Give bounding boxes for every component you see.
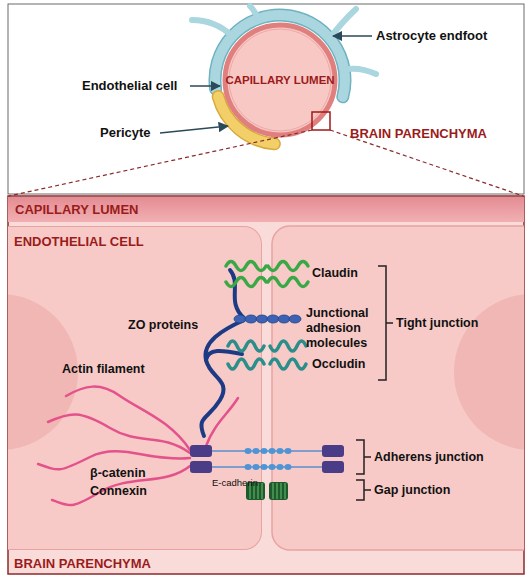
- right-cell-group: [272, 226, 524, 550]
- zo-protein: [230, 270, 244, 318]
- part-label: Pericyte: [100, 125, 170, 141]
- molecule-label: Occludin: [312, 357, 402, 372]
- endothelial-cell-right: [272, 226, 524, 550]
- lumen-band: CAPILLARY LUMEN: [8, 197, 524, 222]
- occludin-strand: [270, 341, 306, 351]
- junction-label: Gap junction: [374, 483, 514, 498]
- cadherin-bead: [277, 448, 284, 454]
- leader-arrow: [333, 35, 372, 37]
- occludin-strand: [228, 341, 264, 351]
- part-label: Endothelial cell: [82, 78, 192, 94]
- zo-protein: [206, 351, 242, 360]
- bracket: [356, 480, 371, 500]
- e-cadherin-line: [212, 451, 322, 467]
- jam-bead: [289, 315, 301, 323]
- beta-catenin-block: [190, 445, 212, 457]
- claudin-strand: [268, 278, 308, 287]
- cadherin-bead: [245, 464, 252, 470]
- actin-filament: [206, 398, 238, 446]
- jam-bead: [245, 315, 257, 323]
- claudin-strand: [268, 262, 308, 271]
- cadherin-bead: [269, 448, 276, 454]
- beta-catenin-block: [190, 461, 212, 473]
- zoom-box: [312, 112, 330, 130]
- cadherin-bead: [245, 448, 252, 454]
- molecule-label: Junctional adhesion molecules: [306, 306, 376, 351]
- cadherin-bead: [253, 464, 260, 470]
- endothelial-ring: [225, 25, 335, 135]
- cadherin-bead: [261, 464, 268, 470]
- actin-filament: [66, 387, 190, 450]
- beta-catenin: [190, 445, 344, 473]
- actin-filament: [48, 414, 190, 453]
- bracket: [356, 440, 371, 474]
- e-cadherin: [245, 448, 292, 470]
- molecule-label: E-cadherin: [212, 477, 282, 488]
- molecule-label: Connexin: [90, 484, 180, 499]
- capillary-cross-section: CAPILLARY LUMEN: [222, 22, 338, 138]
- occludin-strand: [228, 359, 264, 369]
- cadherin-bead: [285, 464, 292, 470]
- claudin: [226, 262, 308, 287]
- junction-label: Adherens junction: [374, 450, 514, 465]
- endothelial-cell: ENDOTHELIAL CELL: [8, 226, 262, 550]
- junction-label: Tight junction: [396, 316, 521, 331]
- part-label: Astrocyte endfoot: [376, 28, 526, 44]
- occludin-strand: [270, 359, 306, 369]
- occludin: [228, 341, 306, 369]
- zo-proteins: [201, 270, 244, 436]
- jam: [234, 315, 301, 323]
- leader-arrow: [190, 85, 220, 87]
- bracket: [378, 266, 393, 380]
- jam-bead: [278, 315, 290, 323]
- node-text: ENDOTHELIAL CELL: [14, 234, 255, 249]
- molecule-label: Actin filament: [62, 362, 182, 377]
- nuclei: [8, 294, 524, 450]
- beta-catenin-block: [322, 461, 344, 473]
- leader-arrow: [160, 126, 228, 133]
- cadherin-bead: [261, 448, 268, 454]
- claudin-strand: [226, 262, 266, 271]
- molecule-label: Claudin: [312, 266, 402, 281]
- connexon: [269, 482, 288, 500]
- jam-bead: [234, 315, 246, 323]
- cadherin-bead: [253, 448, 260, 454]
- actin-filament: [52, 466, 190, 505]
- molecule-label: β-catenin: [90, 466, 180, 481]
- jam-bead: [267, 315, 279, 323]
- node-text: CAPILLARY LUMEN: [15, 202, 517, 217]
- cadherin-bead: [285, 448, 292, 454]
- jam-bead: [256, 315, 268, 323]
- zo-protein: [201, 320, 244, 436]
- cadherin-bead: [269, 464, 276, 470]
- region-label: BRAIN PARENCHYMA: [350, 126, 520, 142]
- beta-catenin-block: [322, 445, 344, 457]
- cadherin-bead: [277, 464, 284, 470]
- actin-filaments: [38, 387, 238, 505]
- molecule-label: ZO proteins: [128, 318, 218, 333]
- node-text: CAPILLARY LUMEN: [225, 74, 334, 86]
- claudin-strand: [226, 278, 266, 287]
- region-label: BRAIN PARENCHYMA: [14, 556, 214, 572]
